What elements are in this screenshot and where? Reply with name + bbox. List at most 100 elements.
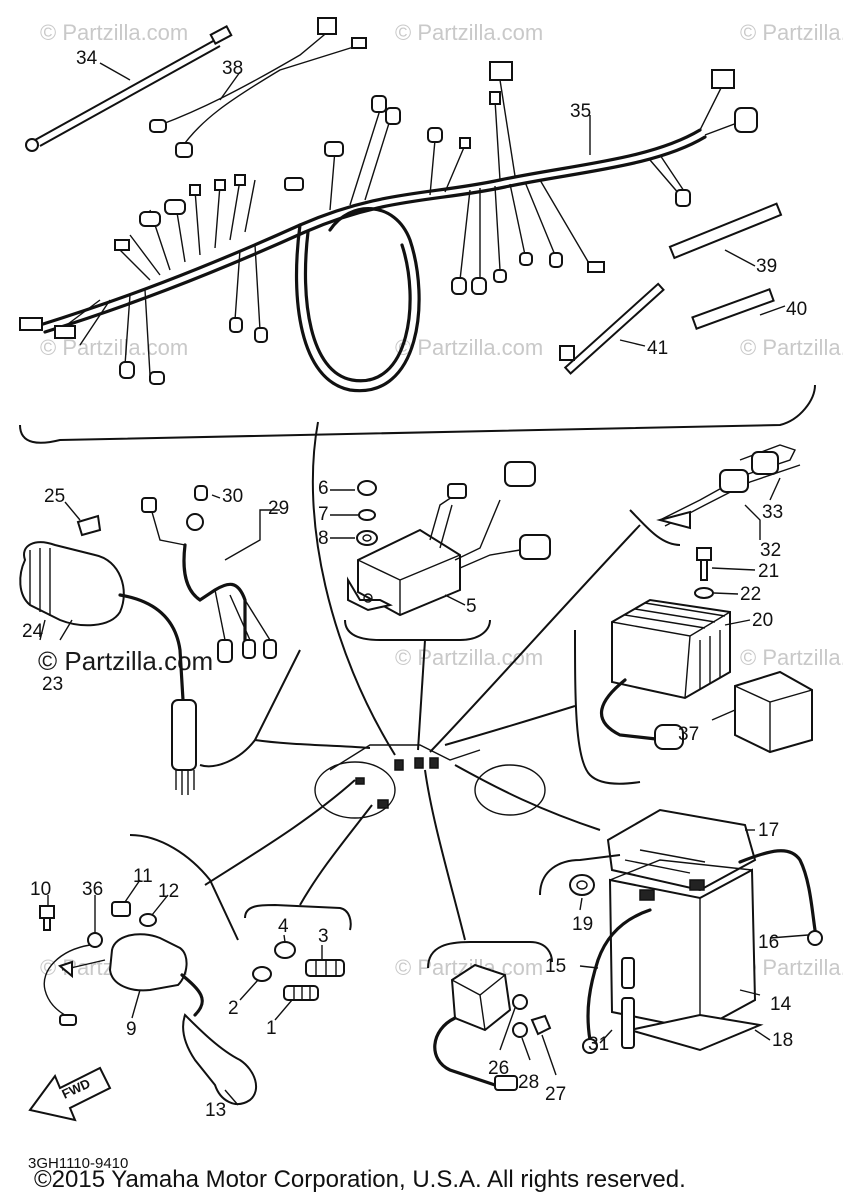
callout-8: 8 [318,528,329,549]
part-22-washer [694,587,714,599]
callout-19: 19 [572,914,593,935]
part-9-ignition-coil [57,933,258,1105]
watermark: © Partzilla.com [395,20,543,45]
watermark: © Partzilla.com [40,20,188,45]
callout-37: 37 [678,724,699,745]
part-16-negative-lead [738,849,823,946]
callout-22: 22 [740,584,761,605]
part-38-sub-lead [149,17,367,158]
callout-20: 20 [752,610,773,631]
watermark: © Partzilla.com [740,20,843,45]
callout-15: 15 [545,956,566,977]
callout-2: 2 [228,998,239,1019]
callout-11: 11 [133,866,153,887]
callout-40: 40 [786,299,807,320]
callout-38: 38 [222,58,243,79]
part-18-battery-pad [629,1013,764,1052]
callout-34: 34 [76,48,98,69]
part-28-nut [512,1022,528,1038]
section-bracket-switches [244,903,352,931]
fwd-arrow: FWD [28,1066,112,1122]
part-17-battery-cover [606,808,757,892]
callout-1: 1 [266,1018,277,1039]
part-4-ring [274,941,296,959]
watermark: © Partzilla.com [740,955,843,980]
part-5-relay [347,461,551,617]
copyright-notice: ©2015 Yamaha Motor Corporation, U.S.A. A… [34,1166,686,1193]
part-32-lead [656,444,801,530]
callout-23: 23 [42,674,63,695]
part-30-cap [194,485,208,501]
section-bracket-switch [199,649,301,768]
part-36-lead [43,932,103,1026]
drawing-code: 3GH1110-9410 [28,1155,128,1172]
part-41-cable-tie [559,282,665,375]
part-15-positive-lead [582,908,652,1054]
section-bracket-relay [344,619,491,641]
part-1-switch [283,985,319,1001]
section-bracket-harness [19,384,816,444]
callout-29: 29 [268,498,289,519]
callout-41: 41 [647,338,668,359]
callout-4: 4 [278,916,289,937]
callout-21: 21 [758,561,779,582]
part-27-nut [530,1014,552,1036]
watermark: © Partzilla.com [740,645,843,670]
callout-24: 24 [22,621,44,642]
part-11-bolt [111,901,131,917]
part-20-rectifier [600,598,731,750]
watermark-dark: © Partzilla.com [38,646,213,676]
callout-leaders [39,62,809,1106]
callout-12: 12 [158,881,179,902]
callout-7: 7 [318,504,329,525]
part-6-screw [357,480,377,496]
callout-32: 32 [760,540,781,561]
callout-26: 26 [488,1058,509,1079]
section-bracket-battery [539,854,621,896]
callout-18: 18 [772,1030,793,1051]
callout-27: 27 [545,1084,566,1105]
part-37-cover [734,670,813,754]
callout-10: 10 [30,879,51,900]
section-bracket-starter [427,941,553,969]
part-23-main-switch [19,541,197,795]
callout-25: 25 [44,486,65,507]
callout-17: 17 [758,820,779,841]
callout-16: 16 [758,932,779,953]
hub-leader-lines [204,421,641,941]
callout-31: 31 [588,1034,609,1055]
part-40-band [691,288,775,330]
callout-39: 39 [756,256,777,277]
frame-outline [314,744,546,819]
part-25-cap [76,514,102,537]
callout-3: 3 [318,926,329,947]
callout-6: 6 [318,478,329,499]
watermark: © Partzilla.com [395,645,543,670]
callout-9: 9 [126,1019,137,1040]
part-39-band [668,202,783,260]
callout-35: 35 [570,101,591,122]
part-29-lead [141,497,277,663]
callout-28: 28 [518,1072,539,1093]
callout-30: 30 [222,486,243,507]
part-31-fuse-holder [621,957,635,1049]
section-bracket-rectifier [574,629,641,785]
watermark: © Partzilla.com [395,335,543,360]
callout-33: 33 [762,502,783,523]
part-2-ring [252,966,272,982]
section-bracket-lead [629,509,681,546]
part-7-washer [358,509,376,521]
watermark: © Partzilla.com [740,335,843,360]
part-26-starter-relay [433,963,528,1091]
part-8-collar [356,530,378,546]
callout-14: 14 [770,994,792,1015]
part-10-bolt [39,905,55,931]
section-bracket-coil [129,834,239,941]
callout-36: 36 [82,879,103,900]
part-3-switch [305,959,345,977]
watermark: © Partzilla.com [40,335,188,360]
callout-13: 13 [205,1100,226,1121]
part-21-bolt [696,547,712,581]
callout-labels: 34 38 35 39 40 41 25 30 29 24 23 6 7 8 5… [22,48,807,1121]
